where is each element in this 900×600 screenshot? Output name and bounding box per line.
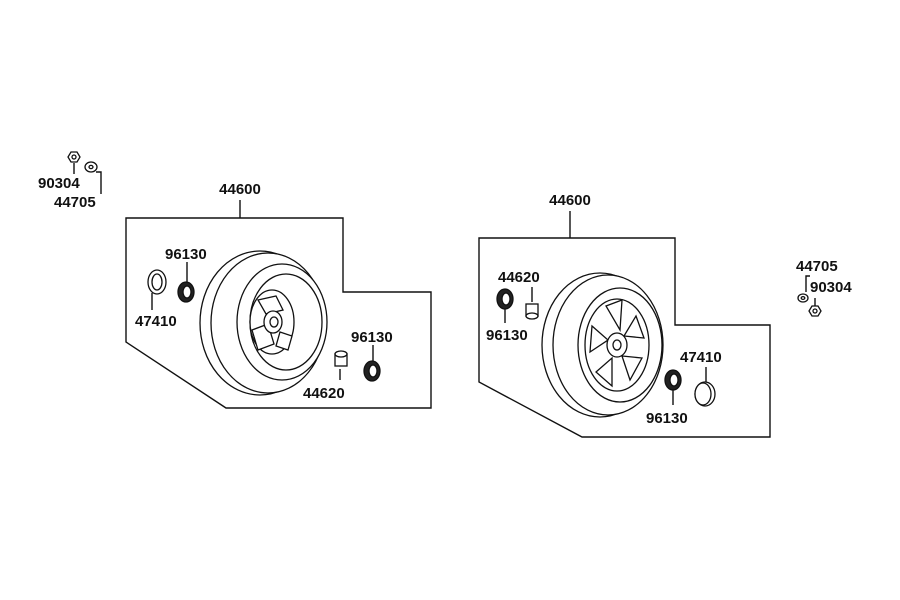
left-bearing-lower-label[interactable]: 96130 <box>351 329 393 346</box>
left-washer-icon[interactable] <box>84 161 98 173</box>
right-seal-label[interactable]: 47410 <box>680 349 722 366</box>
left-seal-icon[interactable] <box>147 269 167 295</box>
left-washer-label[interactable]: 44705 <box>54 194 96 211</box>
right-washer-icon[interactable] <box>797 293 809 303</box>
left-nut-icon[interactable] <box>67 151 81 163</box>
right-wheel-assembly-label[interactable]: 44600 <box>549 192 591 209</box>
left-nut-label[interactable]: 90304 <box>38 175 80 192</box>
left-wheel-assembly-label[interactable]: 44600 <box>219 181 261 198</box>
left-bearing-upper-icon[interactable] <box>177 281 195 303</box>
left-assembly-boundary <box>125 217 432 409</box>
right-collar-label[interactable]: 44620 <box>498 269 540 286</box>
left-seal-label[interactable]: 47410 <box>135 313 177 330</box>
left-bearing-upper-label[interactable]: 96130 <box>165 246 207 263</box>
left-washer-leader <box>96 171 102 194</box>
right-bearing-upper-label[interactable]: 96130 <box>486 327 528 344</box>
left-bearing-lower-icon[interactable] <box>363 360 381 382</box>
left-wheel-group: 44600 90304 44705 47410 96130 <box>38 151 432 409</box>
right-washer-label[interactable]: 44705 <box>796 258 838 275</box>
left-collar-icon[interactable] <box>334 350 348 367</box>
left-collar-label[interactable]: 44620 <box>303 385 345 402</box>
right-wheel-group: 44600 44620 96130 <box>478 192 852 438</box>
right-nut-icon[interactable] <box>808 305 822 317</box>
left-wheel-icon[interactable] <box>199 250 328 396</box>
right-seal-icon[interactable] <box>694 381 716 407</box>
right-bearing-upper-icon[interactable] <box>496 288 514 310</box>
right-bearing-lower-icon[interactable] <box>664 369 682 391</box>
right-bearing-lower-label[interactable]: 96130 <box>646 410 688 427</box>
right-collar-icon[interactable] <box>525 303 539 320</box>
right-nut-label[interactable]: 90304 <box>810 279 852 296</box>
right-washer-leader <box>805 275 810 292</box>
right-assembly-boundary <box>478 237 771 438</box>
right-wheel-icon[interactable] <box>541 272 664 418</box>
